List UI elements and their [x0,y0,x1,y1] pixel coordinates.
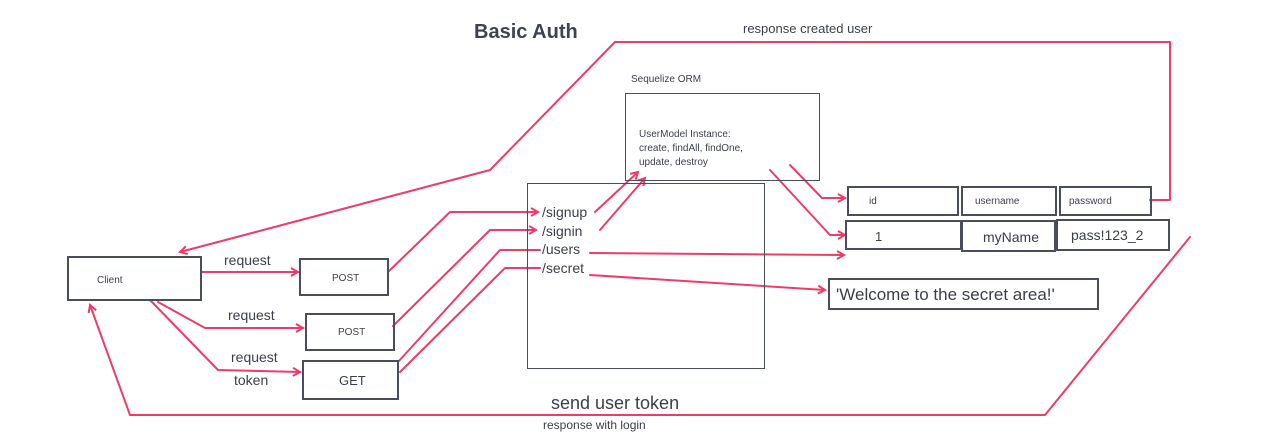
welcome-message-box: 'Welcome to the secret area!' [828,278,1099,310]
label-response-with-login: response with login [543,418,646,432]
table-cell-username-text: myName [983,229,1040,245]
get-label: GET [339,373,366,388]
table-header-password: password [1059,186,1152,216]
route-signup: /signup [542,204,588,220]
post-box-2: POST [305,313,395,351]
table-header-password-text: password [1069,196,1112,207]
arrow-secret-welcome [589,274,825,290]
client-label: Client [97,275,123,286]
welcome-message-text: 'Welcome to the secret area!' [836,285,1055,304]
arrow-signup-orm [594,172,638,213]
table-header-id: id [847,186,959,216]
label-sequelize-orm: Sequelize ORM [631,74,702,85]
table-cell-password: pass!123_2 [1056,219,1170,251]
route-secret: /secret [542,260,585,276]
sequelize-orm-box: UserModel Instance: create, findAll, fin… [625,93,820,181]
arrow-response-with-login [90,236,1191,416]
page-title: Basic Auth [474,21,578,43]
label-request-3: request [231,349,278,365]
arrow-users-table [589,253,844,255]
table-cell-id: 1 [845,220,962,250]
label-response-created-user: response created user [743,21,873,36]
post-label-2: POST [338,327,366,338]
arrow-response-created-user [180,41,1171,252]
client-box: Client [67,256,202,301]
post-box-1: POST [299,258,389,296]
usermodel-line-2: create, findAll, findOne, [639,143,743,154]
arrow-post-signup [387,212,538,273]
usermodel-line-3: update, destroy [639,157,708,168]
table-header-username: username [961,186,1057,216]
arrow-get-users [397,249,541,363]
usermodel-line-1: UserModel Instance: [639,129,731,140]
label-token: token [234,372,269,388]
table-cell-password-text: pass!123_2 [1071,227,1144,243]
arrow-post-signin [392,230,536,327]
arrow-orm-id-header [789,164,845,198]
arrow-client-request-3 [149,299,300,372]
post-label-1: POST [332,273,360,284]
arrow-get-secret [399,267,541,373]
arrow-signin-orm [599,178,645,231]
table-header-id-text: id [869,196,877,207]
arrow-client-request-2 [157,301,303,328]
get-box: GET [302,360,399,400]
table-cell-username: myName [961,220,1056,252]
label-request-1: request [224,252,271,268]
routes-server-box [527,183,765,369]
route-users: /users [542,241,581,257]
route-signin: /signin [542,223,583,239]
table-cell-id-text: 1 [875,229,883,244]
label-send-user-token: send user token [551,393,680,413]
arrow-orm-id-row [769,169,845,235]
table-header-username-text: username [975,196,1020,207]
label-request-2: request [228,307,275,323]
